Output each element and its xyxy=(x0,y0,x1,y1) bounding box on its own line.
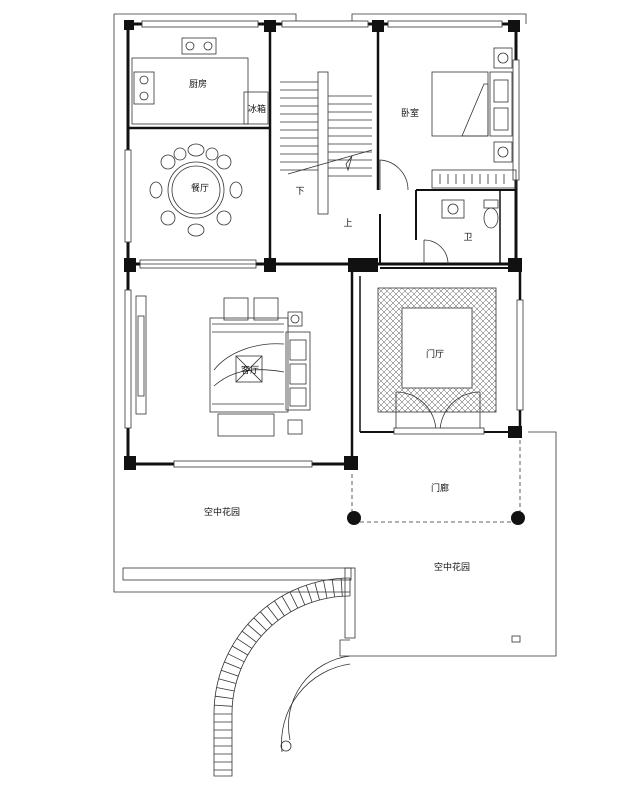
columns xyxy=(124,20,522,470)
spiral-tread xyxy=(215,695,234,699)
bedroom-label: 卧室 xyxy=(401,107,419,119)
spiral-tread xyxy=(331,579,335,598)
spiral-tread xyxy=(216,687,235,692)
spiral-tread xyxy=(323,580,328,599)
foyer-label: 门厅 xyxy=(426,348,444,360)
spiral-tread xyxy=(274,600,285,617)
spiral-tread xyxy=(232,645,248,656)
bathroom: 卫 xyxy=(423,199,499,265)
porch-pillar-right xyxy=(511,511,525,525)
living-room: 客厅 xyxy=(135,295,311,437)
kitchen: 厨房 冰箱 xyxy=(131,37,269,125)
garden-right-label: 空中花园 xyxy=(434,561,470,573)
spiral-tread xyxy=(340,578,343,597)
spiral-tread xyxy=(289,591,299,609)
fridge-label: 冰箱 xyxy=(248,103,266,115)
spiral-tread xyxy=(236,638,253,649)
garden-left-label: 空中花园 xyxy=(204,506,240,518)
porch-label: 门廊 xyxy=(431,482,449,494)
bedroom: 卧室 xyxy=(379,47,517,191)
spiral-tread xyxy=(214,704,233,707)
spiral-tread xyxy=(227,653,245,663)
stair-down-label: 下 xyxy=(295,187,304,197)
staircase: 下 上 xyxy=(280,71,373,229)
spiral-tread xyxy=(241,630,257,643)
kitchen-label: 厨房 xyxy=(189,78,207,90)
spiral-tread xyxy=(305,585,313,603)
foyer: 门厅 xyxy=(377,287,497,435)
spiral-tread xyxy=(224,661,242,670)
porch-pillar-left xyxy=(347,511,361,525)
living-room-label: 客厅 xyxy=(241,364,259,376)
spiral-tread xyxy=(281,596,292,612)
spiral-tread xyxy=(314,582,320,601)
bathroom-label: 卫 xyxy=(463,233,472,243)
spiral-tread xyxy=(266,605,279,621)
spiral-staircase xyxy=(213,577,351,777)
spiral-tread xyxy=(247,623,262,637)
outer-boundary xyxy=(113,13,557,657)
stair-up-label: 上 xyxy=(343,218,352,229)
dining-room: 餐厅 xyxy=(149,143,243,237)
spiral-tread xyxy=(253,617,267,631)
spiral-tread xyxy=(218,678,237,684)
dining-chairs xyxy=(149,143,243,237)
porch: 门廊 xyxy=(347,438,525,525)
dining-label: 餐厅 xyxy=(191,182,209,194)
windows xyxy=(124,20,524,468)
spiral-tread xyxy=(297,588,306,606)
spiral-tread xyxy=(259,611,273,626)
spiral-tread xyxy=(221,669,239,677)
